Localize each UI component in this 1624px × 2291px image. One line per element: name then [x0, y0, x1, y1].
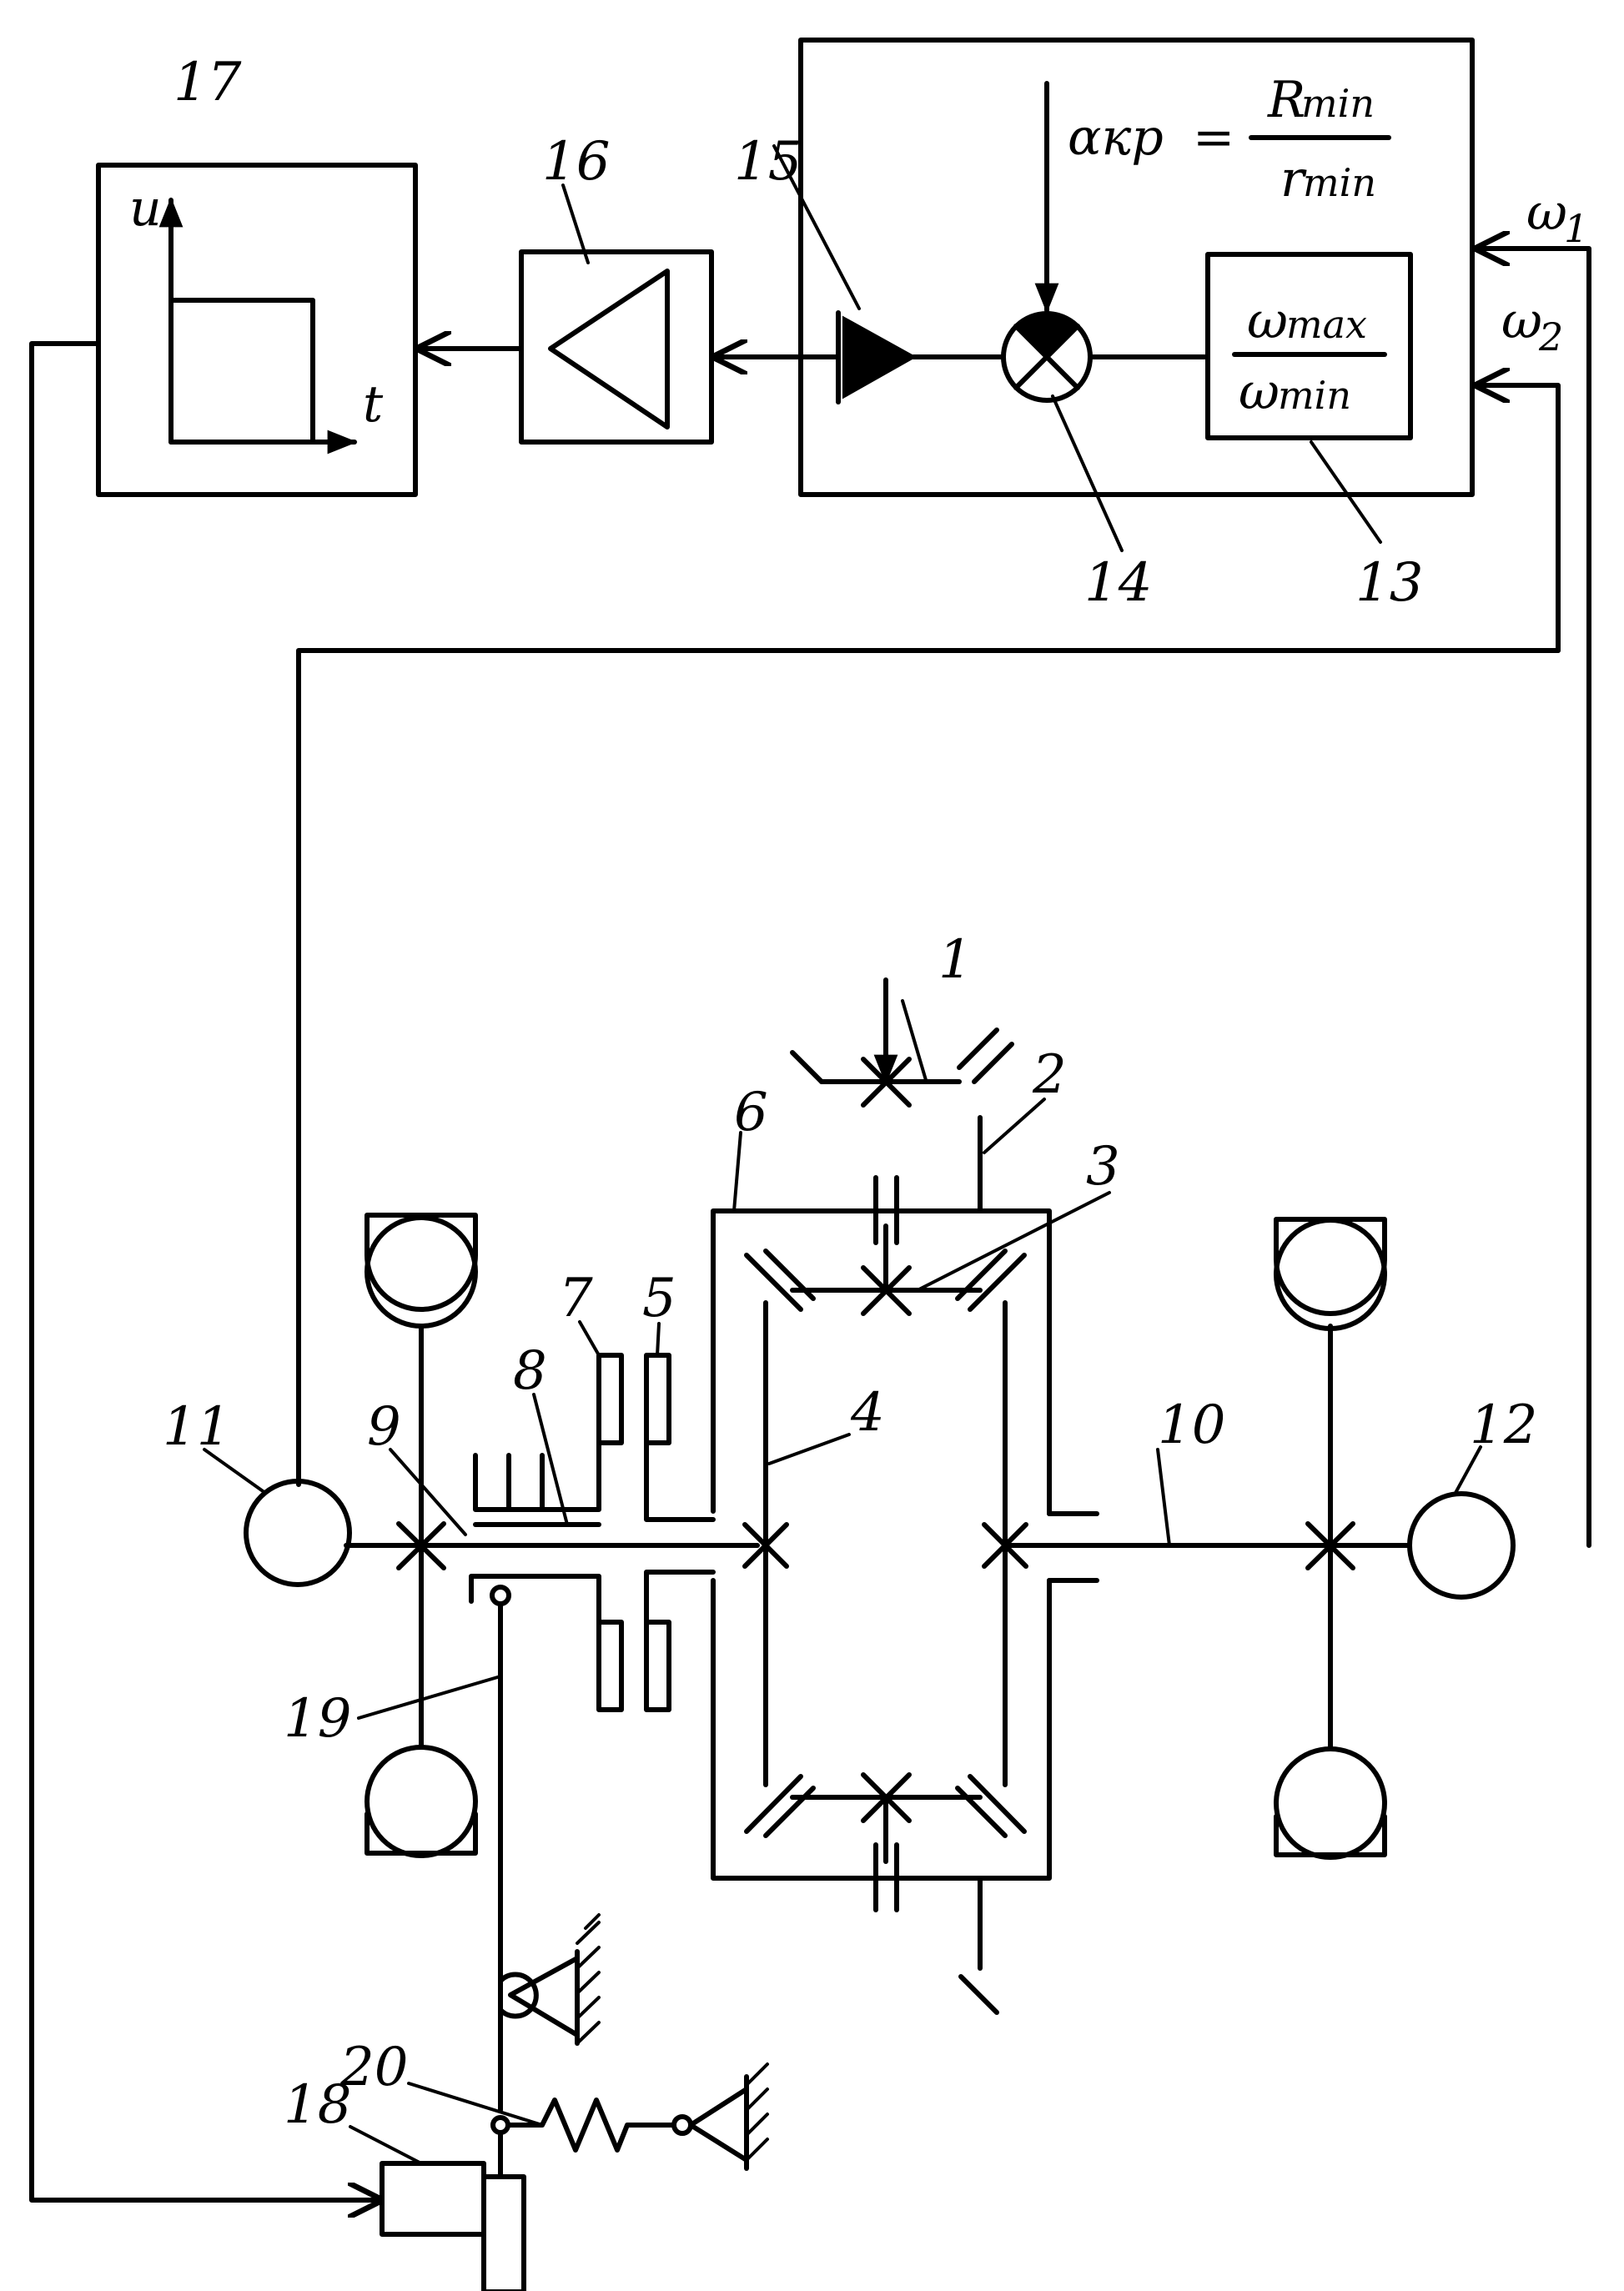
label-9: 9: [367, 1396, 401, 1458]
graph-x-label: t: [363, 375, 384, 434]
label-6: 6: [734, 1082, 768, 1143]
actuator-18-rod: [484, 2177, 524, 2291]
wire-omega1: [1478, 249, 1589, 1545]
input-w2: ω: [1501, 292, 1542, 350]
wire-omega2: [1478, 385, 1558, 651]
ratio-num-sub: max: [1286, 302, 1367, 347]
label-7: 7: [559, 1268, 593, 1329]
graph-y-label: u: [129, 179, 162, 238]
block-17-signal-generator: u t: [98, 165, 415, 495]
label-19: 19: [284, 1688, 351, 1750]
label-17: 17: [173, 52, 242, 113]
wheel-bottom-left: [367, 1747, 475, 1856]
formula-lhs: αкр: [1068, 108, 1164, 167]
input-w1: ω: [1526, 183, 1567, 242]
formula-num-base: R: [1267, 71, 1305, 129]
label-5: 5: [642, 1268, 676, 1329]
label-12: 12: [1470, 1394, 1537, 1456]
wheel-bottom-right: [1276, 1749, 1385, 1857]
label-11: 11: [163, 1396, 230, 1458]
label-4: 4: [850, 1382, 885, 1444]
wire-sensor-11: [299, 651, 1558, 1485]
input-w1-sub: 1: [1564, 206, 1588, 251]
label-13: 13: [1355, 552, 1423, 614]
label-3: 3: [1086, 1136, 1120, 1198]
actuator-18: [382, 2163, 484, 2234]
label-15: 15: [734, 131, 802, 193]
ratio-block-text: ω max ω min: [1234, 292, 1385, 421]
diode-icon: [844, 319, 913, 396]
ratio-den-sub: min: [1278, 373, 1351, 418]
spring-20: [508, 2100, 671, 2150]
sensor-12: [1410, 1494, 1513, 1597]
label-20: 20: [339, 2037, 408, 2098]
label-10: 10: [1158, 1394, 1225, 1456]
clutch-5-7: [471, 1355, 713, 1710]
wheel-top-right: [1276, 1219, 1385, 1329]
label-8: 8: [513, 1340, 547, 1402]
label-14: 14: [1084, 552, 1152, 614]
input-w2-sub: 2: [1538, 314, 1563, 359]
formula-den-sub: min: [1303, 160, 1376, 205]
ratio-num-base: ω: [1247, 292, 1288, 350]
formula-num-sub: min: [1301, 81, 1375, 126]
critical-ratio-formula: αкр = R min r min: [1068, 71, 1389, 209]
label-1: 1: [938, 929, 973, 991]
label-2: 2: [1032, 1044, 1067, 1106]
wire-17-to-18: [32, 344, 380, 2200]
wheel-top-left: [367, 1215, 475, 1326]
ratio-den-base: ω: [1239, 363, 1280, 421]
summator-icon: [1003, 314, 1090, 400]
label-16: 16: [542, 131, 610, 193]
formula-eq: =: [1193, 108, 1234, 167]
sensor-11: [246, 1481, 349, 1585]
block-16-amplifier: [521, 252, 711, 442]
